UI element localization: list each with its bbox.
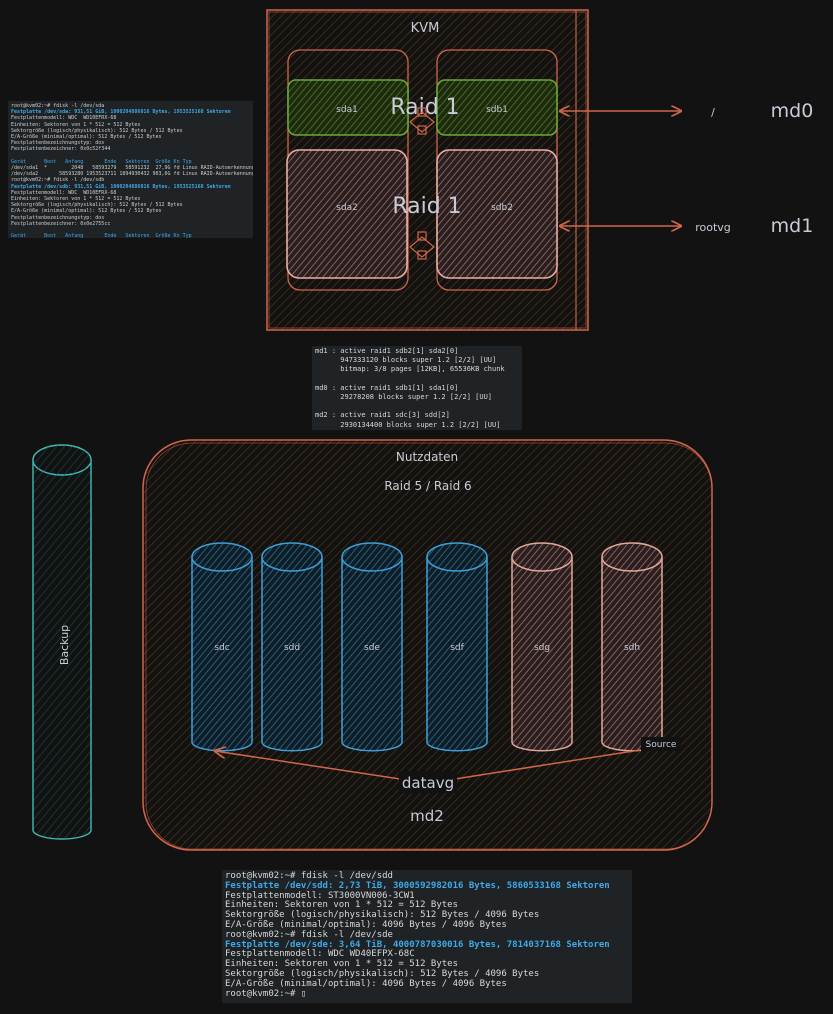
disk-body xyxy=(601,557,663,752)
source-label: Source xyxy=(646,740,677,750)
terminal-line: md1 : active raid1 sdb2[1] sda2[0] xyxy=(315,347,459,355)
terminal-mdstat: md1 : active raid1 sdb2[1] sda2[0] 94733… xyxy=(312,346,522,430)
source-label-bg xyxy=(641,737,681,751)
md1-label: md1 xyxy=(771,215,814,237)
terminal-line: E/A-Größe (minimal/optimal): 512 Bytes /… xyxy=(11,134,162,141)
nutzdaten-title: Nutzdaten xyxy=(396,450,458,464)
disk-sdf[interactable]: sdf xyxy=(426,542,488,752)
disk-body xyxy=(341,557,403,752)
raid1-bottom-label: Raid 1 xyxy=(392,194,461,219)
disk-label: sdg xyxy=(534,643,550,653)
terminal-line: Einheiten: Sektoren von 1 * 512 = 512 By… xyxy=(11,196,141,203)
partition-sdb1[interactable]: sdb1 xyxy=(436,79,558,136)
terminal-line: /dev/sda1 * 2048 58593279 58591232 27,9G… xyxy=(11,165,253,172)
terminal-line: Einheiten: Sektoren von 1 * 512 = 512 By… xyxy=(11,121,141,128)
disk-top xyxy=(601,542,663,572)
partition-sda2-label: sda2 xyxy=(336,203,358,213)
terminal-line: root@kvm02:~# fdisk -l /dev/sda xyxy=(11,103,105,109)
disk-sdd[interactable]: sdd xyxy=(261,542,323,752)
sync-arrow-top xyxy=(409,107,435,135)
raid-level-label: Raid 5 / Raid 6 xyxy=(384,479,471,493)
disk-label: sdd xyxy=(284,643,300,653)
terminal-line: Sektorgröße (logisch/physikalisch): 512 … xyxy=(225,968,540,979)
terminal-line xyxy=(315,402,519,411)
disk-sdg[interactable]: sdg xyxy=(511,542,573,752)
terminal-line: E/A-Größe (minimal/optimal): 4096 Bytes … xyxy=(225,978,507,989)
disk-label: sdf xyxy=(450,643,464,653)
disk-sdh[interactable]: sdh xyxy=(601,542,663,752)
terminal-line: Festplatte /dev/sde: 3,64 TiB, 400078703… xyxy=(225,939,610,950)
disk-sdc[interactable]: sdc xyxy=(191,542,253,752)
terminal-line: root@kvm02:~# fdisk -l /dev/sdb xyxy=(11,177,105,184)
md2-label: md2 xyxy=(410,807,444,825)
disk-top xyxy=(426,542,488,572)
terminal-line: root@kvm02:~# ▯ xyxy=(225,988,307,999)
disk-label: sdh xyxy=(624,643,640,653)
disk-body xyxy=(191,557,253,752)
terminal-line: 947333120 blocks super 1.2 [2/2] [UU] xyxy=(315,356,497,365)
terminal-line: Festplatte /dev/sda: 931,51 GiB, 1000204… xyxy=(11,109,231,116)
terminal-line: 2930134400 blocks super 1.2 [2/2] [UU] xyxy=(315,420,501,429)
terminal-line: Festplattenmodell: WDC WD10EFRX-68 xyxy=(11,189,117,196)
disk-top xyxy=(191,542,253,572)
disk-body xyxy=(261,557,323,752)
disk-body xyxy=(511,557,573,752)
partition-sdb2[interactable]: sdb2 xyxy=(436,149,558,279)
terminal-line xyxy=(315,375,519,384)
terminal-line: root@kvm02:~# fdisk -l /dev/sde xyxy=(225,929,393,940)
terminal-line: E/A-Größe (minimal/optimal): 512 Bytes /… xyxy=(11,208,162,215)
terminal-line: Sektorgröße (logisch/physikalisch): 512 … xyxy=(225,910,540,921)
backup-label: Backup xyxy=(58,625,71,665)
arrow-datavg-from-sdh xyxy=(454,749,641,780)
partition-sdb2-label: sdb2 xyxy=(491,203,513,213)
terminal-line: Einheiten: Sektoren von 1 * 512 = 512 By… xyxy=(225,900,458,911)
mount-root-label: / xyxy=(711,106,715,119)
backup-cylinder[interactable]: Backup xyxy=(32,444,92,840)
terminal-line: bitmap: 3/8 pages [12KB], 65536KB chunk xyxy=(315,365,505,374)
partition-sda1[interactable]: sda1 xyxy=(287,79,409,136)
terminal-line: E/A-Größe (minimal/optimal): 4096 Bytes … xyxy=(225,919,507,930)
disk-top xyxy=(341,542,403,572)
disk-top xyxy=(261,542,323,572)
partition-sda1-label: sda1 xyxy=(336,105,358,115)
mount-rootvg-label: rootvg xyxy=(695,221,731,234)
terminal-line: Festplatte /dev/sdb: 931,51 GiB, 1000204… xyxy=(11,183,231,190)
terminal-line: Gerät Boot Anfang Ende Sektoren Größe Kn… xyxy=(11,233,192,238)
terminal-line: Festplattenbezeichner: 0x0c52f344 xyxy=(11,146,111,153)
disk-label: sde xyxy=(364,643,380,653)
datavg-label: datavg xyxy=(402,774,454,792)
disk-sde[interactable]: sde xyxy=(341,542,403,752)
arrow-datavg-to-sdc xyxy=(215,751,401,780)
sync-arrow-bottom xyxy=(409,231,435,260)
terminal-line: root@kvm02:~# fdisk -l /dev/sdd xyxy=(225,871,393,881)
datavg-label-bg xyxy=(399,771,457,793)
terminal-line: Festplattenmodell: WDC WD40EFPX-68C xyxy=(225,949,415,960)
terminal-line: Festplattenmodell: WDC WD10EFRX-68 xyxy=(11,115,117,122)
terminal-line: /dev/sda2 58593280 1953523711 1894930432… xyxy=(11,171,253,178)
disk-top xyxy=(511,542,573,572)
terminal-line: Festplattenbezeichner: 0x0e2755cc xyxy=(11,220,111,227)
kvm-frame: KVM sda1 sdb1 sda2 sdb2 Raid 1 Raid 1 xyxy=(266,9,589,331)
terminal-line: md2 : active raid1 sdc[3] sdd[2] xyxy=(315,411,450,420)
partition-sda2[interactable]: sda2 xyxy=(286,149,408,279)
disk-group: sdc sdd sde sdf sdg sdh xyxy=(191,542,663,752)
terminal-line: Festplattenbezeichnungstyp: dos xyxy=(11,214,105,221)
terminal-line: Sektorgröße (logisch/physikalisch): 512 … xyxy=(11,202,183,209)
terminal-line: Einheiten: Sektoren von 1 * 512 = 512 By… xyxy=(225,959,458,970)
terminal-line: md0 : active raid1 sdb1[1] sda1[0] xyxy=(315,383,459,392)
disk-body xyxy=(426,557,488,752)
kvm-title: KVM xyxy=(411,21,440,36)
partition-sdb1-label: sdb1 xyxy=(486,105,508,115)
disk-label: sdc xyxy=(214,643,229,653)
terminal-line: Festplatte /dev/sdd: 2,73 TiB, 300059298… xyxy=(225,880,610,891)
terminal-line: Festplattenmodell: ST3000VN006-3CW1 xyxy=(225,890,415,901)
md0-label: md0 xyxy=(771,100,814,122)
terminal-line: 29278208 blocks super 1.2 [2/2] [UU] xyxy=(315,393,493,402)
terminal-line: Sektorgröße (logisch/physikalisch): 512 … xyxy=(11,127,183,134)
terminal-line: Gerät Boot Anfang Ende Sektoren Größe Kn… xyxy=(11,158,192,165)
terminal-line: Festplattenbezeichnungstyp: dos xyxy=(11,140,105,147)
